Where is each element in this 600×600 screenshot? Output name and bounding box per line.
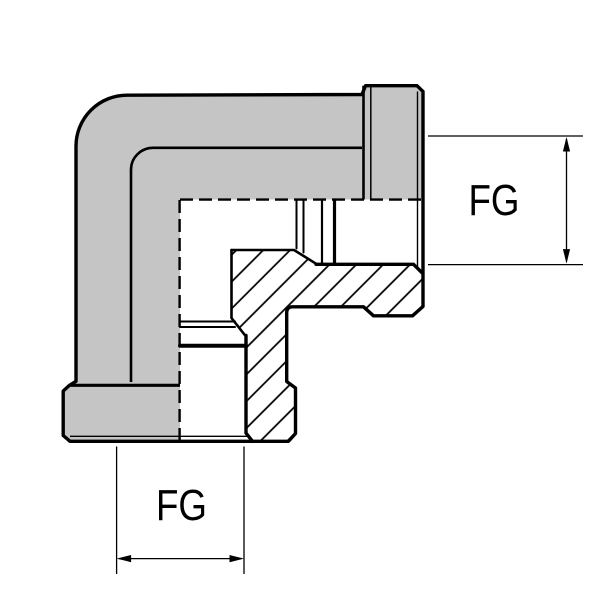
bottom-bore-edge	[244, 333, 255, 443]
neck-silhouette-line	[129, 146, 362, 382]
dimension-label-bottom: FG	[156, 481, 207, 530]
passage-wall-vertical	[230, 248, 248, 338]
section-hatch	[231, 250, 422, 442]
centerlines	[178, 198, 423, 441]
dimension-right	[428, 135, 583, 266]
body-outline	[61, 84, 425, 443]
bottom-dim-arrow-left	[116, 555, 132, 563]
dimension-bottom	[115, 446, 245, 574]
right-bore-bottom	[314, 262, 424, 275]
right-dim-arrow-down	[562, 249, 571, 264]
right-dim-arrow-up	[562, 137, 571, 152]
passage-wall-horizontal	[230, 248, 319, 266]
dimension-label-right: FG	[469, 176, 520, 225]
right-port-bore-lines	[295, 198, 424, 275]
bottom-dim-arrow-right	[229, 555, 244, 563]
section-boundary-lines	[230, 248, 319, 338]
bottom-port-bore-lines	[178, 320, 255, 443]
elbow-body-fill	[63, 85, 423, 442]
